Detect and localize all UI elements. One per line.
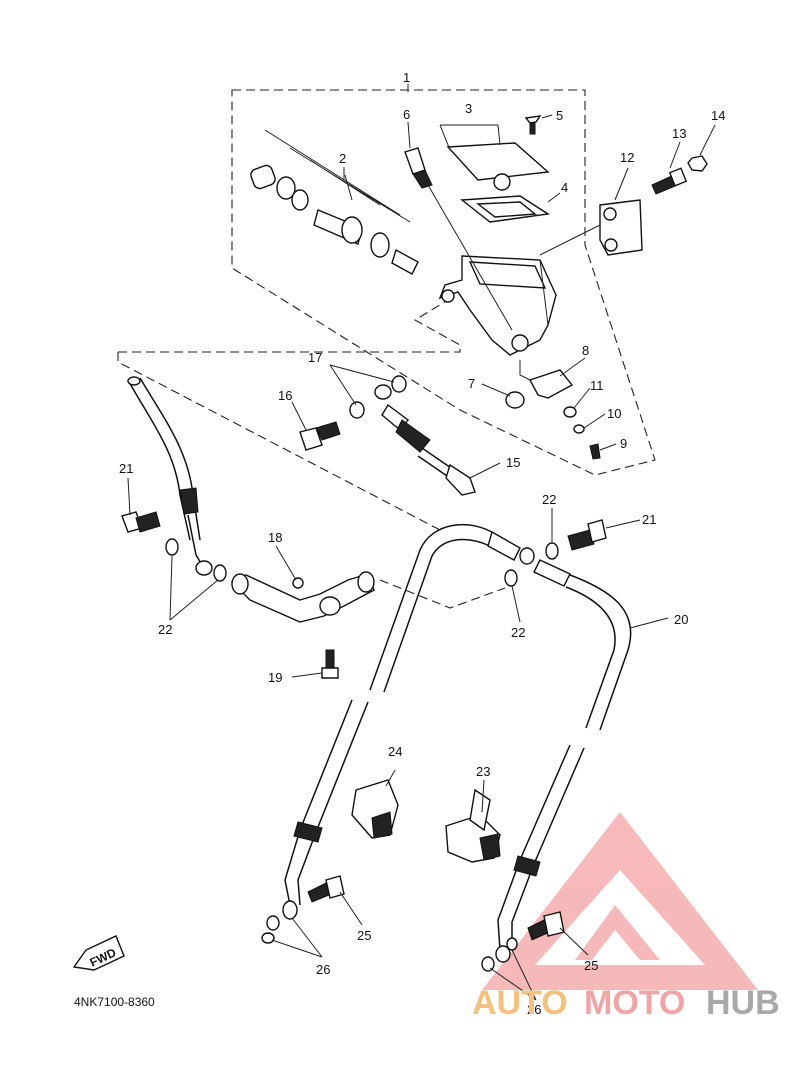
callout-25-left: 25 <box>357 928 371 943</box>
callout-25-right: 25 <box>584 958 598 973</box>
union-bolt-21-left <box>121 511 161 533</box>
callout-labels: 1 2 3 4 5 6 7 8 9 10 11 12 13 14 15 16 1… <box>119 70 725 1017</box>
callout-24: 24 <box>388 744 402 759</box>
cap-screw <box>524 115 542 135</box>
callout-4: 4 <box>561 180 568 195</box>
callout-26-left: 26 <box>316 962 330 977</box>
watermark-moto: MOTO <box>584 984 685 1022</box>
callout-5: 5 <box>556 108 563 123</box>
gasket-22-left-a <box>165 538 179 556</box>
watermark-logo <box>482 812 758 990</box>
piston-kit <box>250 129 419 275</box>
switch-screw <box>589 443 601 460</box>
reservoir-cap-assembly <box>439 124 550 223</box>
union-bolt <box>299 421 341 451</box>
callout-16: 16 <box>278 388 292 403</box>
brake-hose-lower-left <box>261 699 369 944</box>
union-bolt-21-right <box>567 519 607 551</box>
callout-21-left: 21 <box>119 461 133 476</box>
callout-21-right: 21 <box>642 512 656 527</box>
watermark-auto: AUTO <box>472 984 568 1022</box>
callout-2: 2 <box>339 151 346 166</box>
joint-bolt <box>321 649 339 679</box>
bleed-screw <box>404 147 513 331</box>
cylinder-holder <box>539 199 643 256</box>
callout-3: 3 <box>465 101 472 116</box>
callout-18: 18 <box>268 530 282 545</box>
callout-11: 11 <box>590 378 604 393</box>
callout-22-left: 22 <box>158 622 172 637</box>
brake-hose-20 <box>369 523 632 731</box>
callout-17: 17 <box>308 350 322 365</box>
brake-hose-left <box>127 376 213 576</box>
washer-10 <box>573 424 585 434</box>
callout-23: 23 <box>476 764 490 779</box>
gasket-22-left-b <box>213 564 227 582</box>
callout-14: 14 <box>711 108 725 123</box>
callout-19: 19 <box>268 670 282 685</box>
holder-nut <box>687 155 708 172</box>
brake-hose-joint <box>230 571 375 623</box>
fwd-arrow-icon: FWD <box>72 935 125 971</box>
callout-22-top: 22 <box>542 492 556 507</box>
callout-15: 15 <box>506 455 520 470</box>
reference-line-hose <box>117 299 461 531</box>
callout-7: 7 <box>468 376 475 391</box>
watermark-brand: AUTO MOTO HUB <box>472 984 780 1022</box>
callout-13: 13 <box>672 126 686 141</box>
reference-line-joint <box>379 579 506 609</box>
leader-lines <box>127 84 716 1001</box>
hose-clamp-24 <box>351 769 399 839</box>
gasket-17a <box>349 401 365 419</box>
callout-6: 6 <box>403 107 410 122</box>
callout-8: 8 <box>582 343 589 358</box>
holder-bolt <box>651 167 688 195</box>
hose-clamp-23 <box>445 788 501 863</box>
gasket-22-right-b <box>504 569 518 587</box>
callout-20: 20 <box>674 612 688 627</box>
callout-9: 9 <box>620 436 627 451</box>
caliper-bolt-25-left <box>307 875 345 903</box>
brake-hose-lower-right <box>481 744 585 972</box>
callout-12: 12 <box>620 150 634 165</box>
callout-10: 10 <box>607 406 621 421</box>
brake-switch <box>519 360 574 399</box>
washer-11 <box>563 406 577 418</box>
callout-26-right: 26 <box>527 1002 541 1017</box>
callout-1: 1 <box>403 70 410 85</box>
gasket-22-right-a <box>545 542 559 560</box>
brake-hose-15 <box>374 384 476 496</box>
diagram-code: 4NK7100-8360 <box>74 995 155 1009</box>
gasket-17b <box>391 375 407 393</box>
callout-22-right: 22 <box>511 625 525 640</box>
pivot-bolt <box>505 391 525 409</box>
assembly-1-boundary <box>231 89 656 476</box>
watermark-hub: HUB <box>706 984 780 1022</box>
